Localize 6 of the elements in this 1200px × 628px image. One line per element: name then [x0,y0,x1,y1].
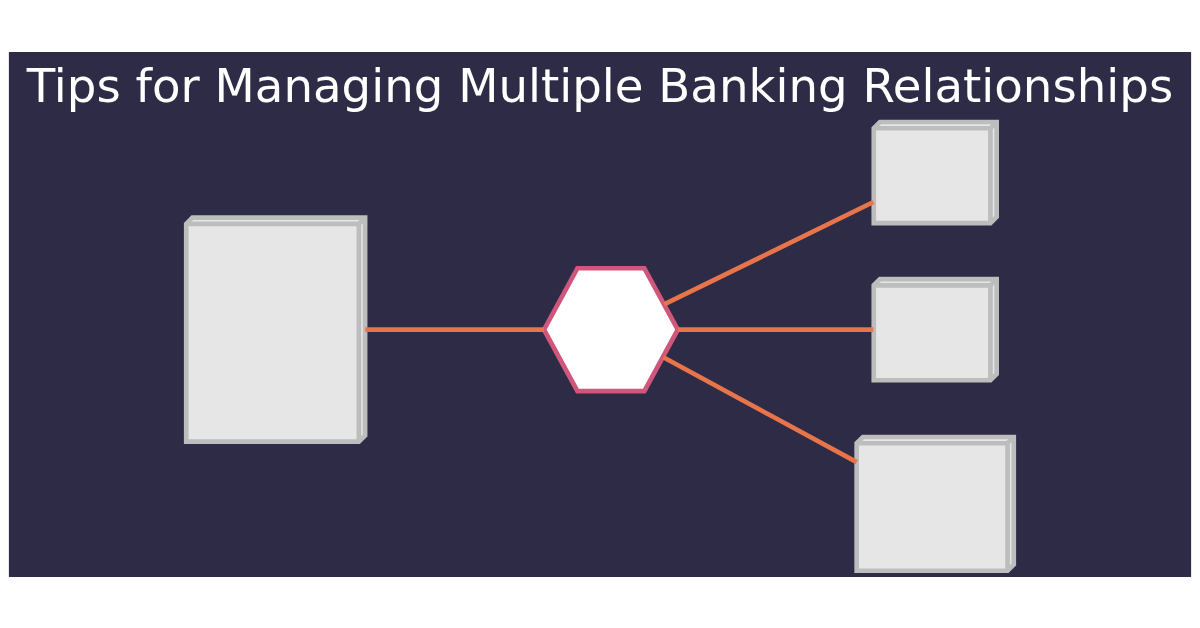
connector [662,354,858,464]
connector [365,326,544,332]
node-hexagon [541,265,681,393]
connector [677,326,874,332]
diagram-title: Tips for Managing Multiple Banking Relationships [26,58,1174,113]
connector [663,199,875,306]
